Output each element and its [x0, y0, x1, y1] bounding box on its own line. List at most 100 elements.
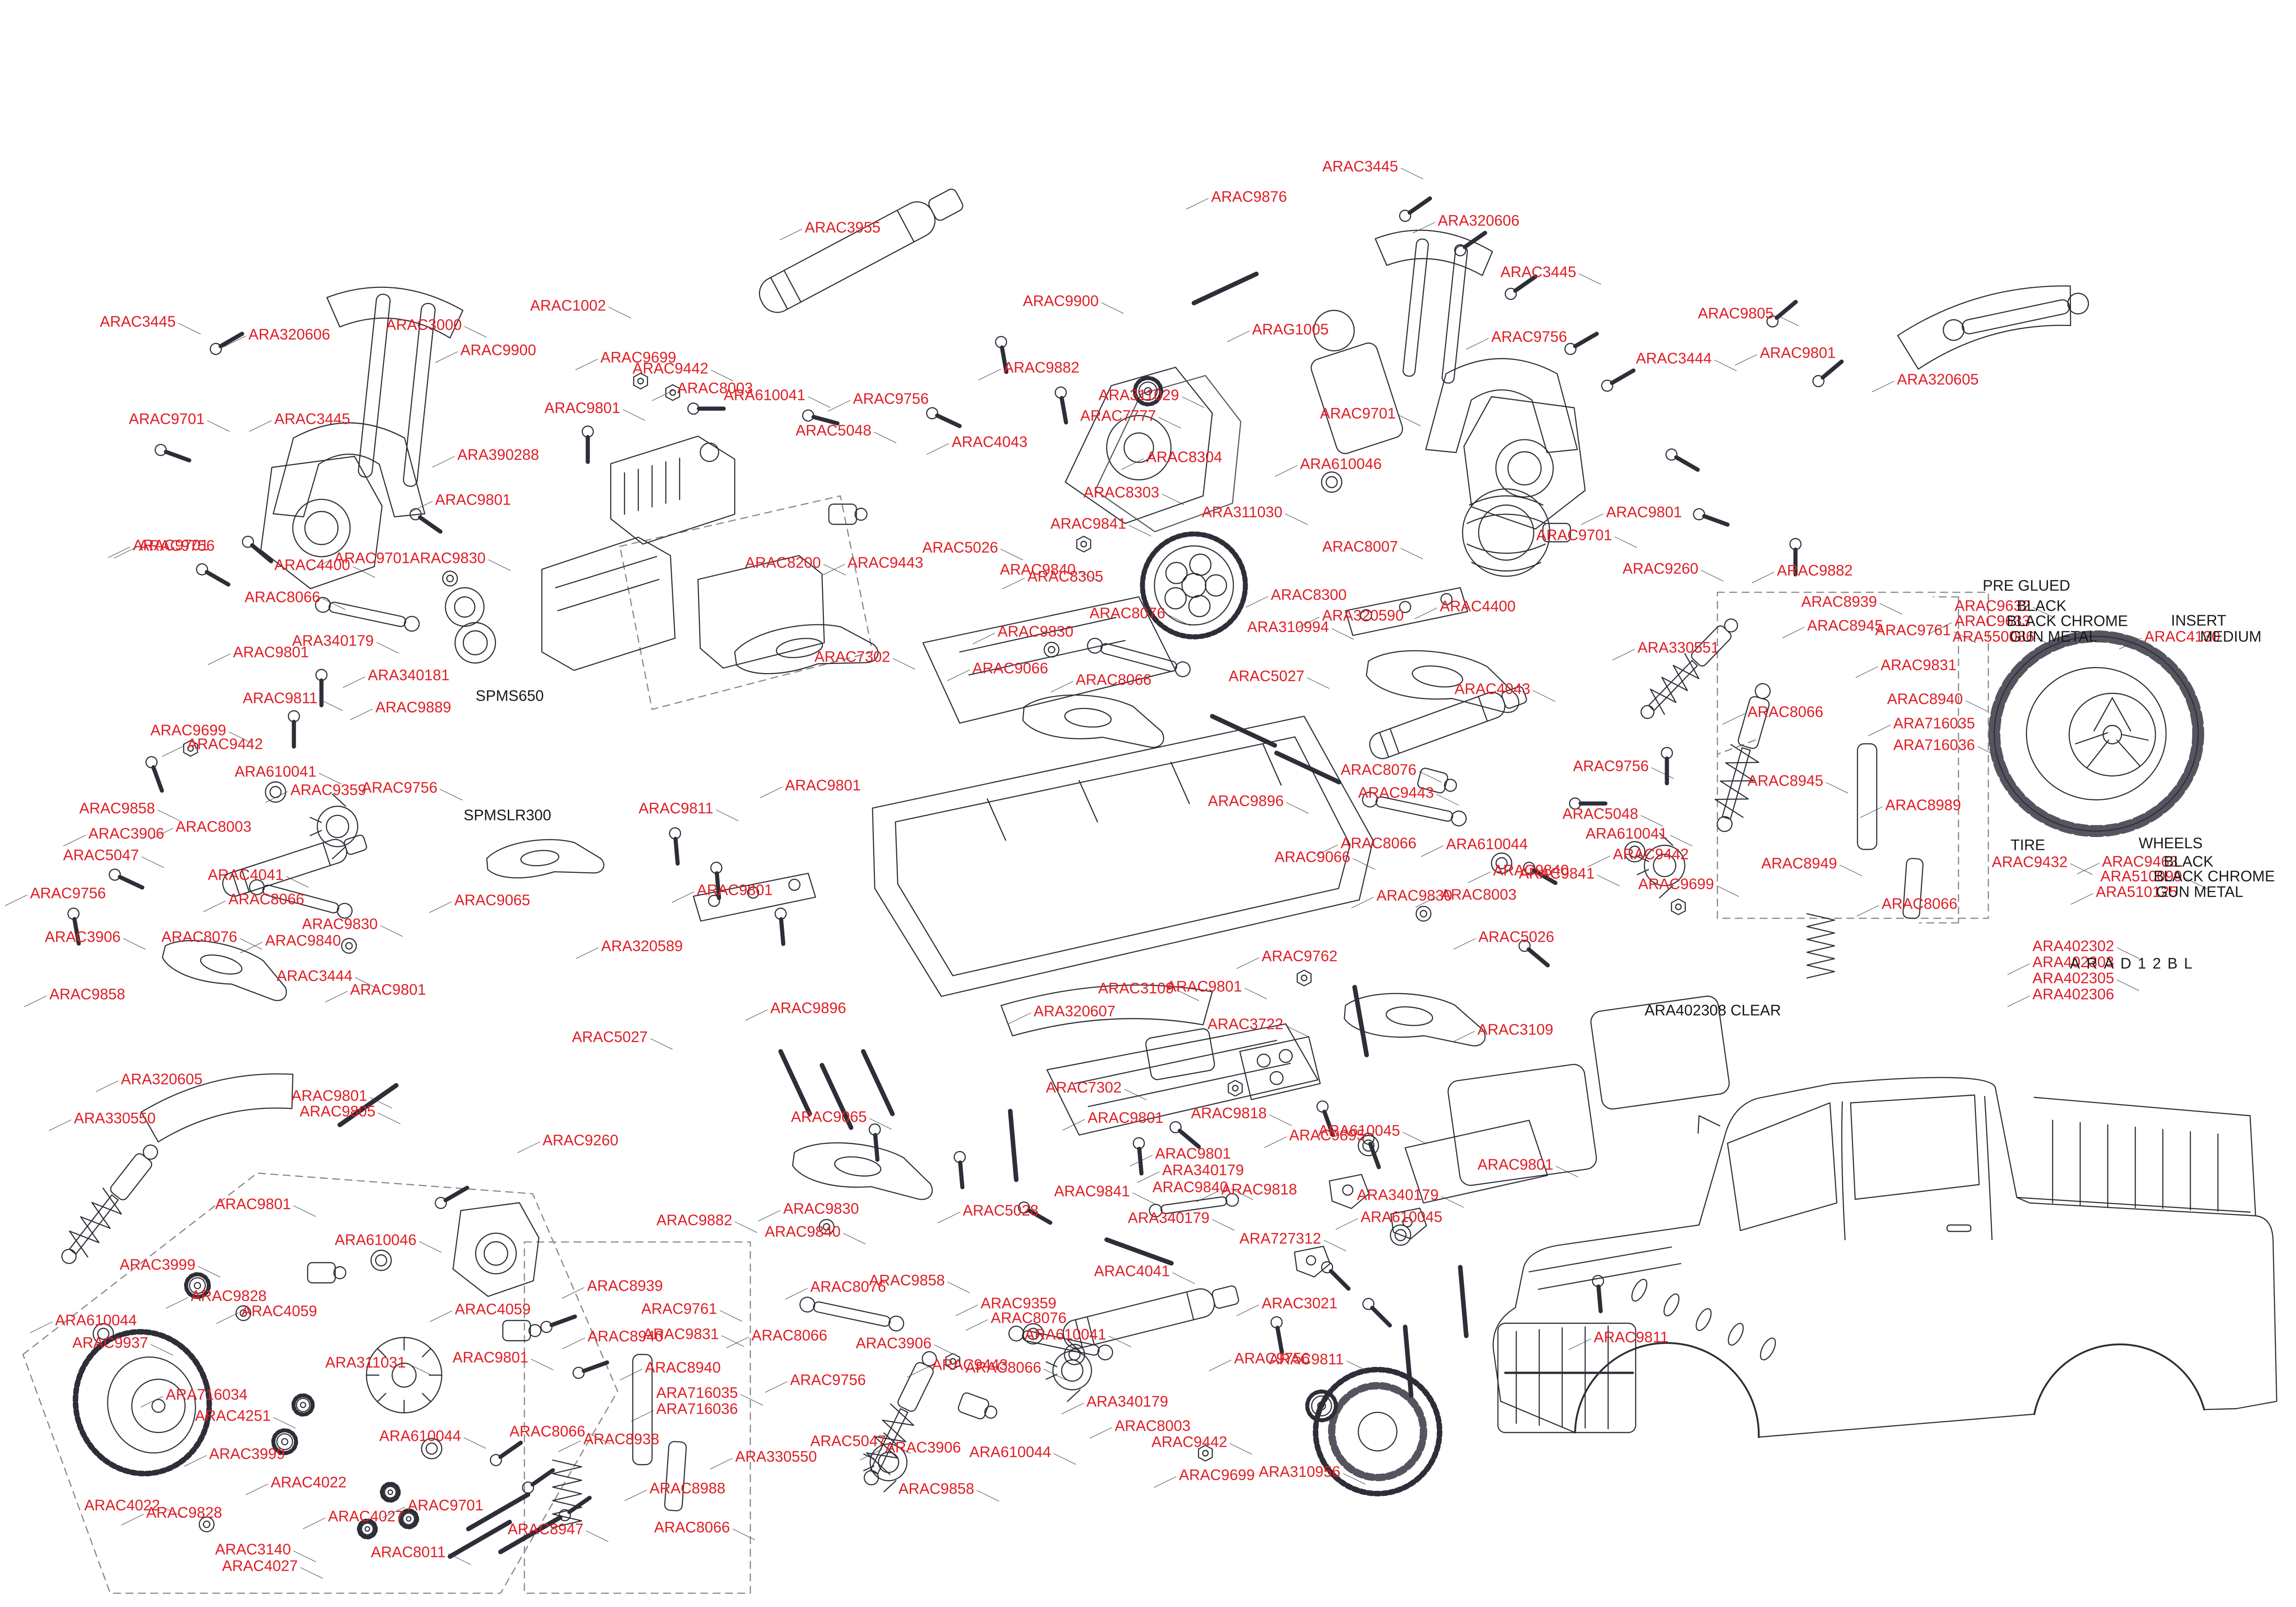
part-label-arac4027: ARAC4027	[328, 1507, 404, 1525]
part-label-arac9066: ARAC9066	[1274, 848, 1351, 865]
part-label-arac9699: ARAC9699	[1179, 1466, 1255, 1483]
part-label-arac9756: ARAC9756	[853, 390, 929, 407]
part-label-arac9801: ARAC9801	[544, 399, 620, 416]
part-label-arac7302: ARAC7302	[814, 648, 890, 665]
part-label-gun-metal: GUN METAL	[2009, 628, 2098, 645]
part-label-arac9756: ARAC9756	[1573, 757, 1649, 775]
part-label-arac5026: ARAC5026	[1478, 928, 1554, 945]
part-label-arac8007: ARAC8007	[1322, 538, 1398, 555]
part-label-arac8066: ARAC8066	[1075, 671, 1152, 688]
part-label-arac9811: ARAC9811	[1593, 1328, 1669, 1346]
part-label-arac9858: ARAC9858	[898, 1480, 974, 1497]
part-label-arac9818: ARAC9818	[1221, 1180, 1297, 1198]
part-label-arac9443: ARAC9443	[932, 1356, 1008, 1373]
part-label-arac9801: ARAC9801	[1606, 503, 1682, 521]
part-label-arac9882: ARAC9882	[1003, 359, 1080, 376]
part-label-black: BLACK	[2016, 597, 2067, 614]
part-label-arac9830: ARAC9830	[997, 623, 1074, 640]
part-label-arac9801: ARAC9801	[435, 491, 511, 508]
part-label-arac9762: ARAC9762	[1261, 947, 1338, 965]
part-label-arac9701: ARAC9701	[334, 549, 410, 567]
part-label-arac3140: ARAC3140	[215, 1540, 291, 1558]
part-label-ara402308-clear: ARA402308 CLEAR	[1644, 1001, 1781, 1019]
part-label-ara320607: ARA320607	[1034, 1002, 1115, 1020]
part-label-arac1002: ARAC1002	[530, 297, 606, 314]
part-label-arac8988: ARAC8988	[649, 1479, 726, 1497]
part-label-arac8003: ARAC8003	[175, 818, 252, 835]
part-label-arac9830: ARAC9830	[783, 1200, 859, 1217]
part-label-ara402305: ARA402305	[2032, 969, 2114, 987]
part-label-arac9840: ARAC9840	[1152, 1178, 1228, 1196]
part-label-arac8938: ARAC8938	[583, 1430, 659, 1448]
part-label-arac4043: ARAC4043	[951, 433, 1028, 450]
part-label-arac3906: ARAC3906	[45, 928, 121, 945]
part-label-arac9889: ARAC9889	[375, 698, 451, 716]
part-label-arac8303: ARAC8303	[1083, 483, 1159, 501]
part-label-arac9831: ARAC9831	[643, 1325, 719, 1343]
part-label-ara610044: ARA610044	[379, 1427, 461, 1444]
part-label-arac4251: ARAC4251	[195, 1407, 271, 1424]
part-label-ara716036: ARA716036	[1893, 736, 1975, 753]
part-label-arac3445: ARAC3445	[274, 410, 350, 427]
part-label-arac4059: ARAC4059	[455, 1300, 531, 1318]
part-label-ara716036: ARA716036	[656, 1400, 738, 1417]
part-label-arac9756: ARAC9756	[1491, 328, 1567, 345]
part-label-arac4041: ARAC4041	[1094, 1262, 1170, 1280]
part-label-arac8066: ARAC8066	[1881, 895, 1958, 912]
part-label-arac9443: ARAC9443	[847, 554, 923, 571]
part-label-arac8066: ARAC8066	[654, 1518, 730, 1536]
part-label-arac9801: ARAC9801	[785, 776, 861, 794]
part-label-arac8940: ARAC8940	[645, 1359, 721, 1376]
part-label-black-chrome: BLACK CHROME	[2153, 867, 2275, 885]
part-label-arac3021: ARAC3021	[1261, 1294, 1338, 1312]
part-label-ara320605: ARA320605	[1897, 371, 1979, 388]
part-label-arac9830: ARAC9830	[410, 549, 486, 567]
part-label-arac9828: ARAC9828	[191, 1287, 267, 1304]
part-label-arac9442: ARAC9442	[632, 360, 709, 377]
part-label-ara610046: ARA610046	[1300, 455, 1382, 472]
part-label-arac9632: ARAC9632	[1954, 597, 2031, 614]
part-label-ara311029: ARA311029	[1098, 386, 1179, 404]
part-label-arac9896: ARAC9896	[1208, 792, 1284, 809]
part-label-arac8949: ARAC8949	[1761, 854, 1837, 872]
part-label-ara340179: ARA340179	[1357, 1186, 1439, 1203]
part-label-ara610041: ARA610041	[235, 763, 316, 780]
part-label-arac5048: ARAC5048	[1562, 805, 1638, 822]
part-label-arac9801: ARAC9801	[697, 881, 773, 899]
part-label-arac9896: ARAC9896	[770, 999, 846, 1017]
part-label-ara330551: ARA330551	[1638, 639, 1719, 656]
part-label-spmslr300: SPMSLR300	[463, 806, 551, 824]
part-label-ara727312: ARA727312	[1239, 1230, 1321, 1247]
part-label-arac9882: ARAC9882	[1777, 562, 1853, 579]
part-label-arac5047: ARAC5047	[63, 846, 139, 864]
part-label-ara510125: ARA510125	[2096, 883, 2178, 900]
part-label-arac9359: ARAC9359	[290, 781, 366, 798]
part-label-arac9840: ARAC9840	[1000, 561, 1076, 578]
part-label-arac9801: ARAC9801	[215, 1195, 291, 1213]
part-label-arac9900: ARAC9900	[460, 341, 536, 359]
part-label-arac9442: ARAC9442	[1613, 845, 1689, 863]
part-label-black: BLACK	[2163, 853, 2214, 870]
part-label-arac9811: ARAC9811	[638, 799, 714, 817]
part-label-ara610044: ARA610044	[969, 1443, 1051, 1461]
part-label-arac5028: ARAC5028	[962, 1202, 1039, 1219]
part-label-arac3444: ARAC3444	[276, 967, 353, 984]
part-label-arac9756: ARAC9756	[30, 884, 106, 902]
part-label-arac9882: ARAC9882	[656, 1211, 732, 1229]
part-label-arac3955: ARAC3955	[805, 219, 881, 236]
part-label-arac9801: ARAC9801	[291, 1087, 367, 1104]
part-label-arac5027: ARAC5027	[1228, 667, 1305, 685]
part-label-arac9756: ARAC9756	[361, 779, 438, 796]
part-label-arac9066: ARAC9066	[972, 659, 1048, 677]
part-label-ara610046: ARA610046	[335, 1231, 416, 1248]
part-label-arac9756: ARAC9756	[139, 537, 215, 554]
part-label-arac3999: ARAC3999	[119, 1256, 196, 1273]
part-label-ara550086: ARA550086	[1953, 628, 2034, 645]
part-label-arac8066: ARAC8066	[509, 1422, 585, 1440]
part-label-arac8989: ARAC8989	[1885, 796, 1961, 814]
part-label-ara610045: ARA610045	[1361, 1208, 1442, 1225]
part-label-arac9701: ARAC9701	[1320, 405, 1396, 422]
part-label-arac9699: ARAC9699	[1638, 875, 1714, 893]
part-label-ara390288: ARA390288	[457, 446, 539, 463]
part-label-arac9756: ARAC9756	[790, 1371, 866, 1388]
